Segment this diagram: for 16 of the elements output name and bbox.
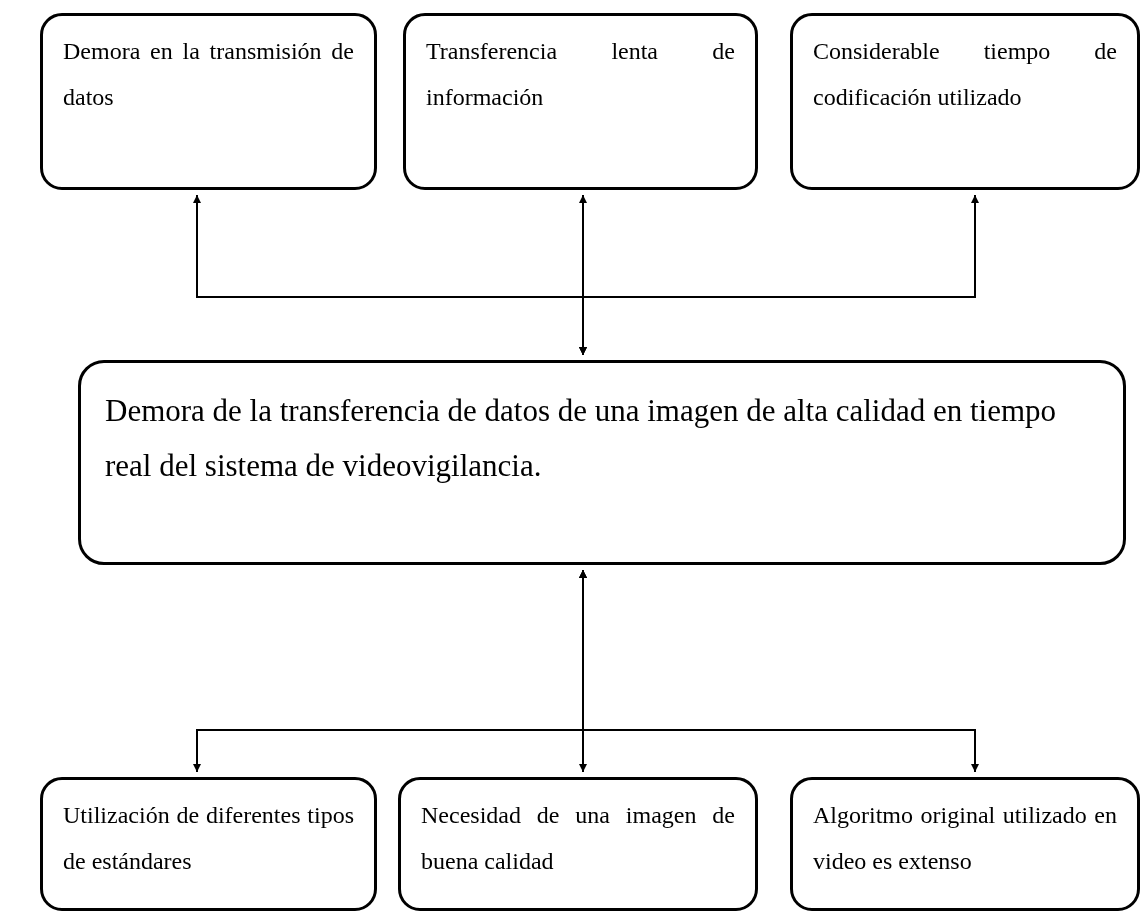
box-text: Utilización de diferentes tipos de estándares xyxy=(63,801,354,876)
box-text: Demora en la transmisión de datos xyxy=(63,37,354,112)
box-text: Transferencia lenta de información xyxy=(426,37,735,112)
process-box xyxy=(790,13,1140,190)
process-box xyxy=(398,777,758,911)
box-text: Demora de la transferencia de datos de una imagen de alta calidad en tiempo real del sistema de videovigilancia. xyxy=(105,392,1058,485)
box-text: Considerable tiempo de codificación utilizado xyxy=(813,37,1117,112)
arrow xyxy=(579,194,979,356)
box-text: Necesidad de una imagen de buena calidad xyxy=(421,801,735,876)
process-box xyxy=(40,13,377,190)
process-box xyxy=(790,777,1140,911)
arrow xyxy=(579,569,979,773)
process-box xyxy=(78,360,1126,565)
process-box xyxy=(403,13,758,190)
box-text: Algoritmo original utilizado en video es extenso xyxy=(813,801,1117,876)
process-box xyxy=(40,777,377,911)
